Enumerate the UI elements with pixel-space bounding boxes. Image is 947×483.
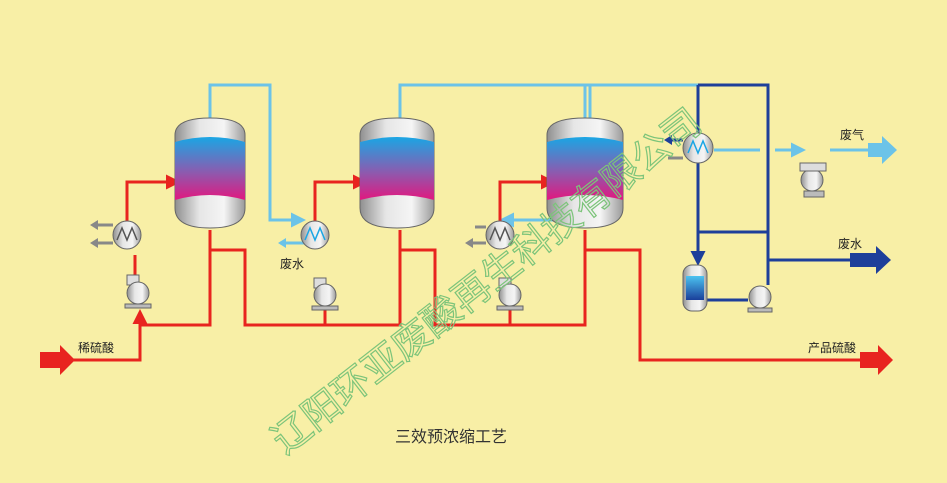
pump-2 bbox=[311, 277, 339, 311]
label-waste-water-1: 废水 bbox=[280, 256, 304, 271]
heat-exchanger-2 bbox=[278, 220, 330, 250]
label-waste-water-2: 废水 bbox=[838, 236, 862, 251]
inlet-arrow bbox=[40, 345, 75, 375]
water-pump bbox=[747, 285, 773, 313]
cooling-lines bbox=[690, 83, 850, 302]
outlet-arrow-gas bbox=[868, 136, 897, 164]
heat-exchanger-1 bbox=[90, 220, 142, 250]
separator-tank bbox=[682, 264, 708, 312]
acid-lines bbox=[55, 174, 860, 362]
evaporator-1 bbox=[174, 117, 246, 229]
label-dilute-acid: 稀硫酸 bbox=[78, 340, 114, 355]
label-waste-gas: 废气 bbox=[840, 127, 864, 142]
diagram-title: 三效预浓缩工艺 bbox=[395, 427, 507, 446]
evaporator-3 bbox=[546, 117, 624, 229]
vacuum-pump bbox=[799, 162, 827, 198]
label-product-acid: 产品硫酸 bbox=[808, 340, 856, 355]
outlet-arrow-water bbox=[850, 246, 891, 274]
outlet-arrow-product bbox=[860, 345, 893, 375]
pump-1 bbox=[124, 274, 152, 309]
heat-exchanger-3 bbox=[465, 220, 515, 250]
evaporator-2 bbox=[359, 117, 435, 229]
condenser bbox=[664, 132, 714, 164]
pump-3 bbox=[496, 277, 524, 311]
watermark-company: 辽阳环亚废酸再生科技有限公司 bbox=[263, 100, 709, 462]
